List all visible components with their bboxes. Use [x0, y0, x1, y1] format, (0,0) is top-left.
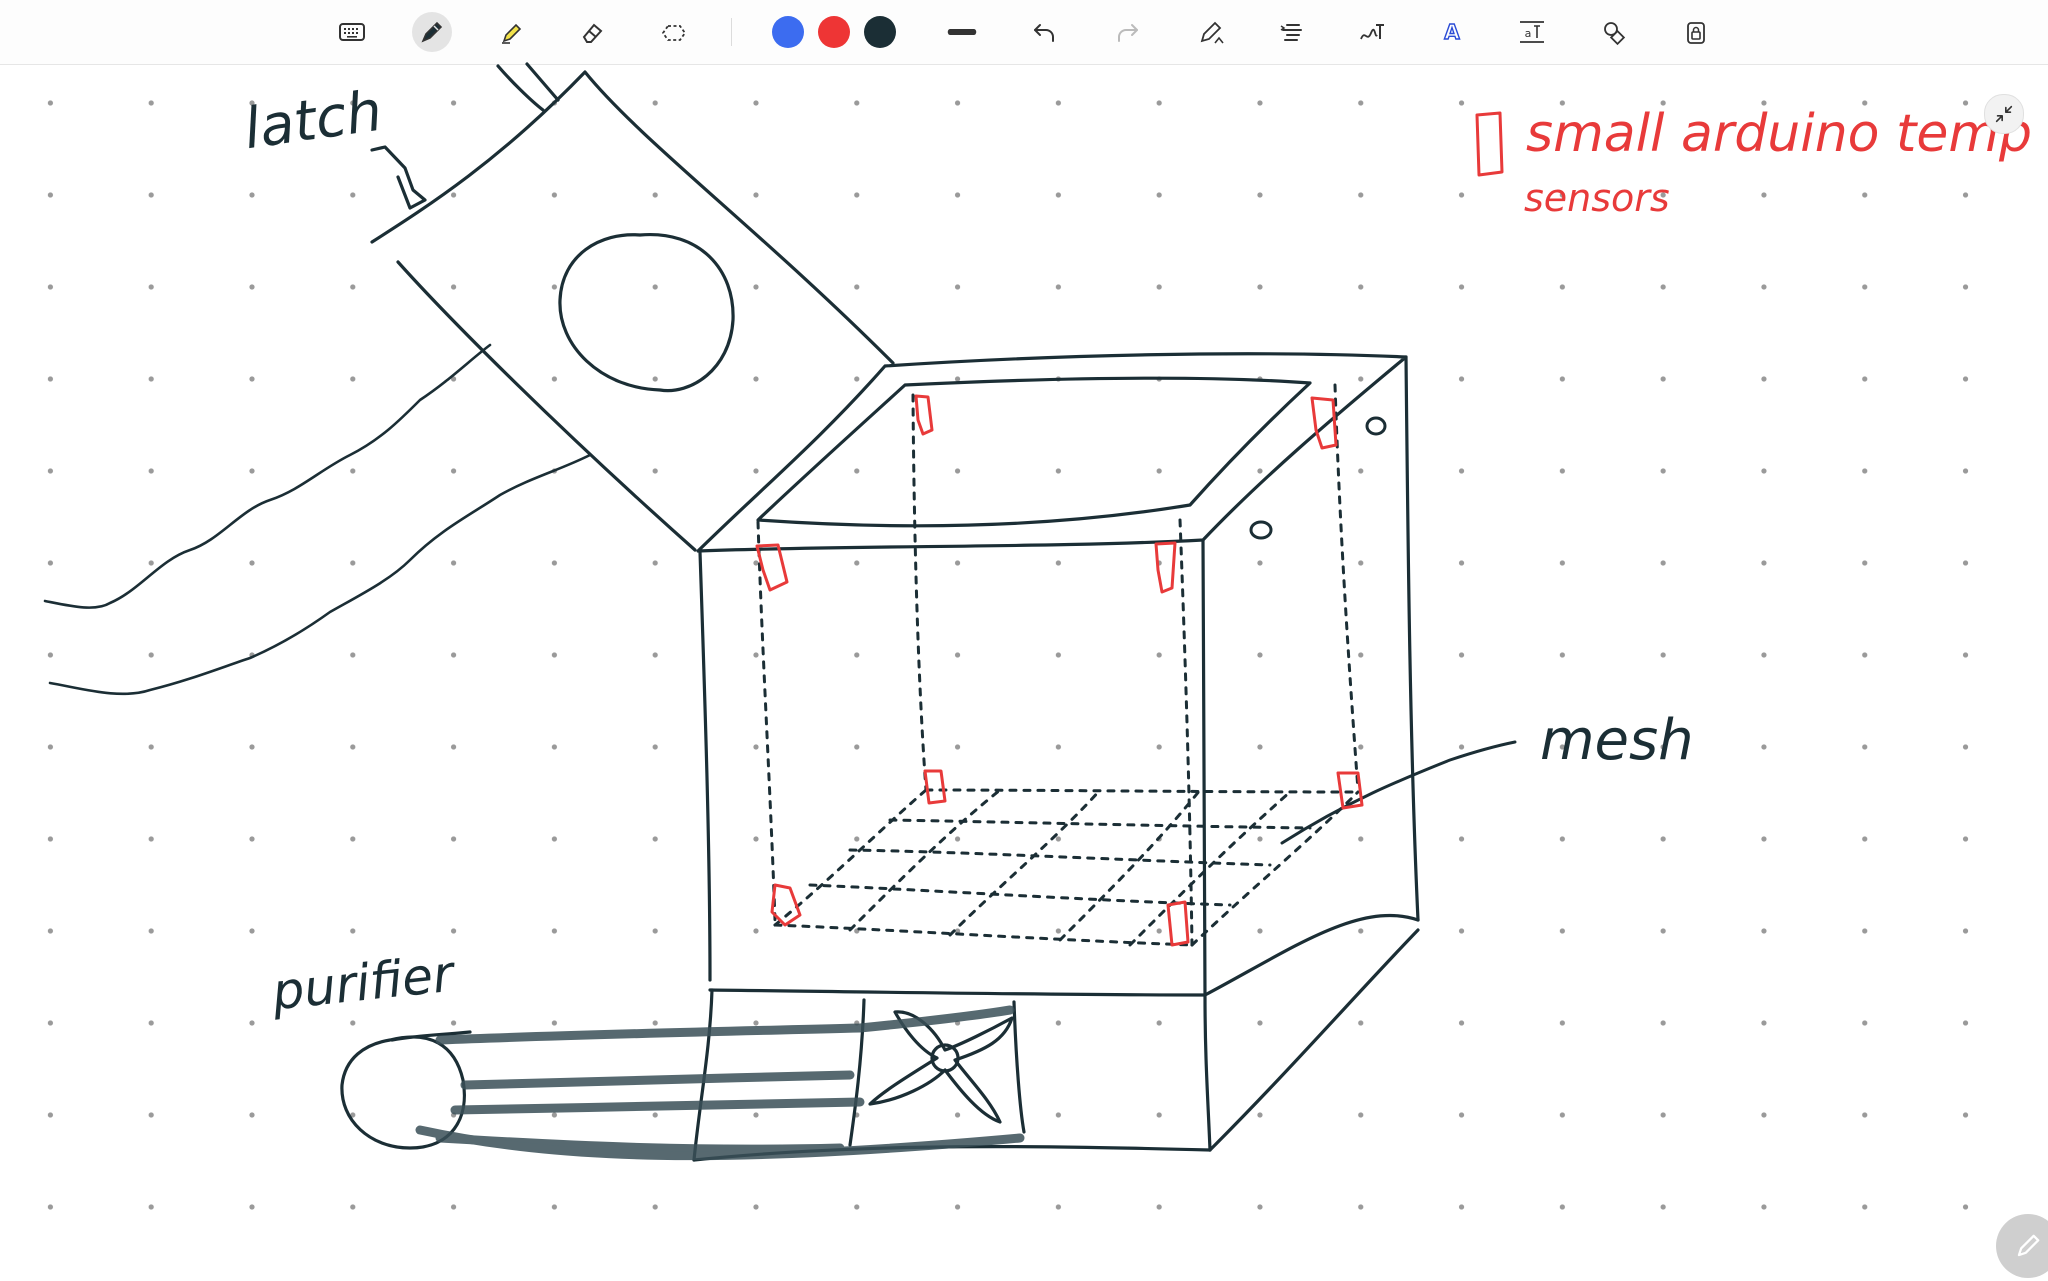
shapes-icon[interactable]: [1594, 12, 1634, 52]
text-align-icon[interactable]: [1272, 12, 1312, 52]
text-size-icon[interactable]: a: [1512, 12, 1552, 52]
svg-text:A: A: [1444, 20, 1460, 44]
mesh-label: mesh: [1540, 708, 1694, 773]
legend-label-line1: small arduino temp: [1526, 104, 2032, 164]
pen-settings-icon[interactable]: [1192, 12, 1232, 52]
keyboard-icon[interactable]: [332, 12, 372, 52]
highlighter-icon[interactable]: [492, 12, 532, 52]
svg-text:a: a: [1525, 27, 1532, 40]
undo-icon[interactable]: [1024, 12, 1064, 52]
collapse-icon[interactable]: [1984, 94, 2024, 134]
color-swatch-red[interactable]: [818, 16, 850, 48]
toolbar: A a: [0, 0, 2048, 65]
ai-text-icon[interactable]: A: [1432, 12, 1472, 52]
pencil-icon: [2011, 1229, 2045, 1263]
handwriting-icon[interactable]: [1352, 12, 1392, 52]
pen-icon[interactable]: [412, 12, 452, 52]
drawing-canvas[interactable]: [0, 65, 2048, 1281]
stroke-width-icon[interactable]: [942, 12, 982, 52]
color-swatch-dark[interactable]: [864, 16, 896, 48]
toolbar-divider: [731, 18, 732, 46]
lock-icon[interactable]: [1676, 12, 1716, 52]
redo-icon[interactable]: [1108, 12, 1148, 52]
lasso-icon[interactable]: [654, 12, 694, 52]
eraser-icon[interactable]: [572, 12, 612, 52]
legend-label-line2: sensors: [1524, 176, 1670, 220]
color-swatch-blue[interactable]: [772, 16, 804, 48]
